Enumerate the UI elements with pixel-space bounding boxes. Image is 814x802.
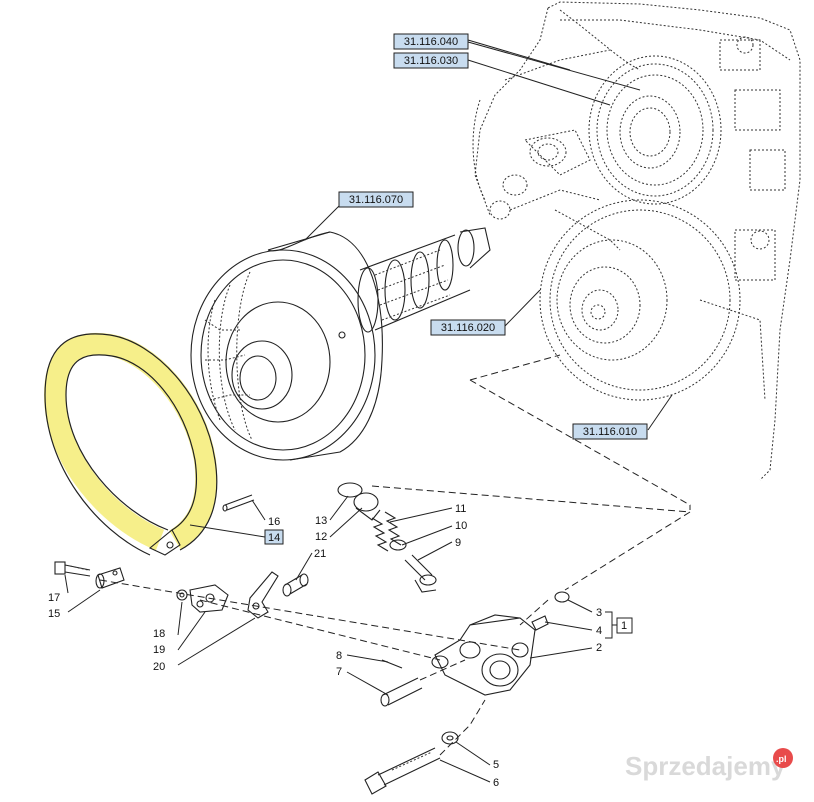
pin-16 xyxy=(222,494,255,512)
leader-lines xyxy=(64,39,673,783)
callout-19: 19 xyxy=(153,644,165,656)
callout-12: 12 xyxy=(315,531,327,543)
valve-body-2 xyxy=(431,614,536,696)
transmission-housing xyxy=(472,1,801,481)
callout-numbers: 16 14 17 15 18 19 20 21 13 12 11 10 9 3 … xyxy=(48,503,633,789)
upper-gear xyxy=(588,55,722,205)
pin-7 xyxy=(380,677,423,707)
bolt-17 xyxy=(54,561,91,577)
callout-20: 20 xyxy=(153,661,165,673)
assembly-dashes xyxy=(99,354,691,756)
washer-5 xyxy=(441,731,459,745)
ring-10 xyxy=(389,539,407,551)
callout-18: 18 xyxy=(153,628,165,640)
lever-20 xyxy=(247,571,279,619)
callout-11: 11 xyxy=(455,503,466,515)
ref-31-116-040[interactable]: 31.116.040 xyxy=(393,33,469,50)
piston-12 xyxy=(353,492,381,521)
ref-31-116-070[interactable]: 31.116.070 xyxy=(338,191,414,208)
callout-21: 21 xyxy=(314,548,326,560)
callout-17: 17 xyxy=(48,592,60,604)
callout-2: 2 xyxy=(596,642,602,654)
lower-gear-assembly xyxy=(509,189,741,401)
callout-6: 6 xyxy=(493,777,499,789)
splined-shaft xyxy=(357,227,491,333)
callout-1-box xyxy=(616,617,633,634)
svg-text:31.116.040: 31.116.040 xyxy=(404,36,458,48)
bolt-6 xyxy=(364,747,441,795)
svg-text:31.116.020: 31.116.020 xyxy=(441,322,495,334)
callout-14-box xyxy=(264,529,284,545)
valve-stem-9 xyxy=(404,554,437,593)
watermark-suffix: .pl xyxy=(776,754,787,764)
snap-ring-13 xyxy=(337,482,363,498)
callout-13: 13 xyxy=(315,515,327,527)
brake-band-highlighted xyxy=(43,332,218,556)
watermark-dot xyxy=(773,748,793,768)
callout-14: 14 xyxy=(268,532,280,544)
callout-9: 9 xyxy=(455,537,461,549)
sleeve-15 xyxy=(95,567,125,589)
ref-31-116-030[interactable]: 31.116.030 xyxy=(393,52,469,69)
washer-3 xyxy=(554,591,570,603)
watermark: Sprzedajemy .pl xyxy=(625,748,793,781)
svg-text:31.116.010: 31.116.010 xyxy=(583,426,637,438)
svg-text:31.116.070: 31.116.070 xyxy=(349,194,403,206)
bracket-19 xyxy=(189,584,229,613)
callout-5: 5 xyxy=(493,759,499,771)
callout-7: 7 xyxy=(336,666,342,678)
ref-31-116-020[interactable]: 31.116.020 xyxy=(430,319,506,336)
callout-16: 16 xyxy=(268,516,280,528)
washer-18 xyxy=(176,589,188,601)
callout-1: 1 xyxy=(621,620,627,632)
callout-8: 8 xyxy=(336,650,342,662)
callout-15: 15 xyxy=(48,608,60,620)
shaft-stub xyxy=(489,129,591,220)
callout-3: 3 xyxy=(596,607,602,619)
watermark-text: Sprzedajemy xyxy=(625,751,786,781)
fitting-4 xyxy=(531,615,549,631)
callout-10: 10 xyxy=(455,520,467,532)
ref-31-116-010[interactable]: 31.116.010 xyxy=(572,423,648,440)
pin-21 xyxy=(282,573,309,597)
callout-4: 4 xyxy=(596,625,602,637)
svg-text:31.116.030: 31.116.030 xyxy=(404,55,458,67)
spring-11 xyxy=(371,511,402,552)
clutch-drum xyxy=(190,231,383,461)
